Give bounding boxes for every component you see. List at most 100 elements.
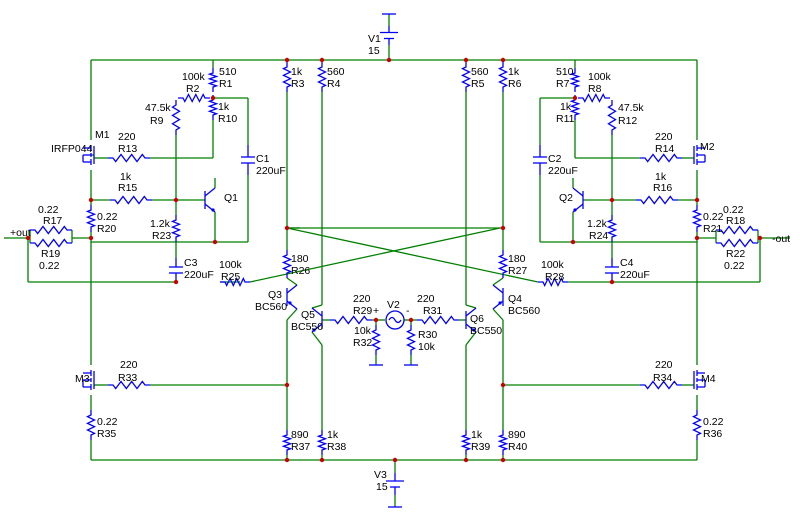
- r29-value: 220: [353, 293, 371, 305]
- supply-v3: [386, 473, 404, 495]
- resistor-r17: [30, 225, 72, 235]
- r28-name: R28: [545, 271, 564, 283]
- resistor-r31: [417, 315, 459, 325]
- wire: [286, 308, 298, 321]
- resistor-r16: [636, 195, 678, 205]
- r36-value: 0.22: [703, 416, 724, 428]
- junction-dot: [373, 317, 379, 323]
- cross-feedback-left: [249, 227, 501, 283]
- junction-dot: [408, 317, 414, 323]
- resistor-r37: [281, 430, 293, 455]
- resistor-r40: [497, 430, 509, 455]
- wires: [4, 14, 790, 507]
- transistor-q4: [492, 284, 504, 310]
- r19-value: 0.22: [39, 260, 60, 272]
- resistor-r8: [578, 93, 610, 103]
- junction-dot: [463, 457, 469, 463]
- r9-value: 47.5k: [145, 102, 171, 114]
- resistor-r15: [110, 195, 152, 205]
- r13-value: 220: [118, 131, 136, 143]
- r24-name: R24: [589, 230, 608, 242]
- r25-value: 100k: [219, 259, 243, 271]
- wire: [311, 304, 323, 309]
- r2-value: 100k: [182, 71, 206, 83]
- r30-name: R30: [418, 329, 437, 341]
- resistor-r23: [170, 215, 182, 242]
- junction-dot: [392, 457, 398, 463]
- junction-dot: [500, 382, 506, 388]
- q4-name: Q4: [508, 293, 522, 305]
- v2-plus-sign: +: [373, 305, 379, 317]
- resistor-r18: [716, 225, 758, 235]
- cross-feedback-right: [286, 227, 539, 283]
- c4-value: 220uF: [620, 269, 650, 281]
- resistor-r29: [330, 315, 372, 325]
- r34-name: R34: [653, 372, 672, 384]
- resistor-r36: [691, 410, 703, 440]
- c3-name: C3: [184, 257, 198, 269]
- resistor-r13: [108, 153, 150, 163]
- junction-dot: [210, 95, 216, 101]
- resistor-r33: [108, 380, 150, 390]
- resistor-r3: [281, 62, 293, 92]
- r40-value: 890: [508, 429, 526, 441]
- r21-name: R21: [703, 223, 722, 235]
- junction-dot: [173, 197, 179, 203]
- r22-name: R22: [726, 248, 745, 260]
- r6-name: R6: [508, 78, 522, 90]
- r26-name: R26: [291, 265, 310, 277]
- junction-dot: [757, 235, 763, 241]
- resistor-r5: [460, 62, 472, 92]
- junction-dot: [570, 239, 576, 245]
- r25-name: R25: [221, 271, 240, 283]
- resistor-r27: [497, 250, 509, 278]
- resistor-r12: [607, 100, 617, 135]
- r6-value: 1k: [508, 66, 520, 78]
- r4-value: 560: [327, 66, 345, 78]
- r8-name: R8: [588, 83, 602, 95]
- resistor-r7: [569, 68, 581, 92]
- out-negative-label: -out: [772, 233, 790, 245]
- r36-name: R36: [703, 428, 722, 440]
- v3-value: 15: [376, 481, 388, 493]
- transistor-q5: [311, 307, 323, 333]
- r14-name: R14: [655, 143, 674, 155]
- r3-value: 1k: [291, 66, 303, 78]
- r32-value: 10k: [354, 325, 372, 337]
- r35-value: 0.22: [97, 416, 118, 428]
- r17-value: 0.22: [38, 204, 59, 216]
- transistor-q6: [465, 307, 477, 333]
- r20-value: 0.22: [97, 211, 118, 223]
- junction-dot: [609, 197, 615, 203]
- resistor-r22: [716, 238, 758, 248]
- r16-value: 1k: [655, 171, 667, 183]
- mosfet-m4: [693, 370, 706, 390]
- junction-dot: [694, 235, 700, 241]
- labels: V115V315V2+-510R1100kR247.5kR91kR10220R1…: [10, 33, 790, 493]
- resistor-r4: [316, 62, 328, 92]
- junction-dot: [694, 197, 700, 203]
- v1-name: V1: [368, 33, 381, 45]
- r2-name: R2: [186, 83, 200, 95]
- resistor-r11: [569, 95, 581, 120]
- resistor-r28: [538, 276, 568, 288]
- c2-name: C2: [548, 153, 562, 165]
- wire: [465, 304, 477, 309]
- sine-icon: [388, 316, 402, 324]
- r10-name: R10: [218, 113, 237, 125]
- r38-value: 1k: [327, 429, 339, 441]
- v2-minus-sign: -: [406, 305, 410, 317]
- r3-name: R3: [291, 78, 305, 90]
- source-v2: [385, 310, 405, 330]
- r11-name: R11: [556, 113, 575, 125]
- junction-dot: [463, 57, 469, 63]
- q3-name: Q3: [268, 289, 282, 301]
- r15-value: 1k: [120, 171, 132, 183]
- c2-value: 220uF: [548, 165, 578, 177]
- v3-name: V3: [374, 469, 387, 481]
- c1-name: C1: [256, 153, 270, 165]
- resistor-r1: [207, 68, 219, 92]
- junction-dot: [572, 95, 578, 101]
- capacitor-c1: [241, 145, 255, 175]
